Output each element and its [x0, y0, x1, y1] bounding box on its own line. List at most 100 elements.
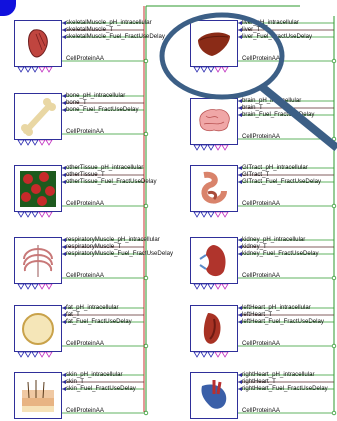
skin-block[interactable] — [14, 372, 62, 419]
respiratoryMuscle-label-1: respiratoryMuscle_T — [66, 243, 121, 250]
liver-label-1: liver_T — [242, 26, 260, 33]
brain-port-triangle-3 — [215, 145, 221, 150]
brain-label-2: brain_Fuel_FractUseDelay — [242, 111, 314, 118]
leftHeart-label-2: leftHeart_Fuel_FractUseDelay — [242, 318, 324, 325]
fat-cell-protein-label: CellProteinAA — [66, 340, 104, 347]
gi-tract-icon — [194, 169, 234, 209]
respiratoryMuscle-port-triangle-0 — [18, 284, 24, 289]
leftHeart-label-1: leftHeart_T — [242, 311, 272, 318]
kidney-port-triangle-2 — [208, 284, 214, 289]
brain-port-triangle-1 — [201, 145, 207, 150]
GITract-block[interactable] — [190, 165, 238, 212]
skeletalMuscle-label-0: skeletalMuscle_pH_intracellular — [66, 19, 152, 26]
skeletalMuscle-port-triangle-1 — [25, 67, 31, 72]
respiratoryMuscle-cell-protein-label: CellProteinAA — [66, 272, 104, 279]
skeletal-muscle-icon — [18, 24, 58, 64]
leftHeart-port-triangle-2 — [208, 352, 214, 357]
skeletalMuscle-port-triangle-3 — [39, 67, 45, 72]
GITract-label-0: GITract_pH_intracellular — [242, 164, 308, 171]
fat-cell-icon — [18, 309, 58, 349]
kidney-label-1: kidney_T — [242, 243, 267, 250]
brain-cell-protein-port — [332, 137, 336, 141]
GITract-port-triangle-2 — [208, 212, 214, 217]
otherTissue-label-0: otherTissue_pH_intracellular — [66, 164, 143, 171]
rightHeart-label-0: rightHeart_pH_intracellular — [242, 371, 314, 378]
rightHeart-label-2: rightHeart_Fuel_FractUseDelay — [242, 385, 328, 392]
leftHeart-cell-protein-port — [332, 344, 336, 348]
kidney-block[interactable] — [190, 237, 238, 284]
bone-label-2: bone_Fuel_FractUseDelay — [66, 106, 139, 113]
bone-port-triangle-0 — [18, 140, 24, 145]
bone-port-triangle-1 — [25, 140, 31, 145]
brain-block[interactable] — [190, 98, 238, 145]
kidney-label-0: kidney_pH_intracellular — [242, 236, 305, 243]
GITract-port-triangle-1 — [201, 212, 207, 217]
liver-cell-protein-label: CellProteinAA — [242, 55, 280, 62]
fat-label-1: fat_T — [66, 311, 80, 318]
liver-cell-protein-port — [332, 59, 336, 63]
kidney-icon — [194, 241, 234, 281]
fat-block[interactable] — [14, 305, 62, 352]
liver-port-triangle-4 — [222, 67, 228, 72]
otherTissue-cell-protein-label: CellProteinAA — [66, 200, 104, 207]
respiratoryMuscle-port-triangle-1 — [25, 284, 31, 289]
otherTissue-block[interactable] — [14, 165, 62, 212]
respiratoryMuscle-label-2: respiratoryMuscle_Fuel_FractUseDelay — [66, 250, 173, 257]
fat-port-triangle-1 — [25, 352, 31, 357]
kidney-cell-protein-port — [332, 276, 336, 280]
GITract-port-triangle-0 — [194, 212, 200, 217]
rightHeart-label-1: rightHeart_T — [242, 378, 276, 385]
skin-label-1: skin_T — [66, 378, 84, 385]
GITract-cell-protein-label: CellProteinAA — [242, 200, 280, 207]
rightHeart-cell-protein-label: CellProteinAA — [242, 407, 280, 414]
respiratoryMuscle-block[interactable] — [14, 237, 62, 284]
skin-label-2: skin_Fuel_FractUseDelay — [66, 385, 136, 392]
kidney-port-triangle-0 — [194, 284, 200, 289]
leftHeart-block[interactable] — [190, 305, 238, 352]
otherTissue-cell-protein-port — [144, 204, 148, 208]
leftHeart-port-triangle-0 — [194, 352, 200, 357]
liver-port-triangle-1 — [201, 67, 207, 72]
respiratoryMuscle-port-triangle-2 — [32, 284, 38, 289]
liver-port-triangle-3 — [215, 67, 221, 72]
leftHeart-cell-protein-label: CellProteinAA — [242, 340, 280, 347]
bone-block[interactable] — [14, 93, 62, 140]
brain-port-triangle-4 — [222, 145, 228, 150]
liver-label-2: liver_Fuel_FractUseDelay — [242, 33, 312, 40]
leftHeart-port-triangle-4 — [222, 352, 228, 357]
otherTissue-label-1: otherTissue_T — [66, 171, 105, 178]
respiratoryMuscle-label-0: respiratoryMuscle_pH_intracellular — [66, 236, 160, 243]
liver-block[interactable] — [190, 20, 238, 67]
fat-port-triangle-0 — [18, 352, 24, 357]
skin-cell-protein-label: CellProteinAA — [66, 407, 104, 414]
GITract-port-triangle-3 — [215, 212, 221, 217]
respiratoryMuscle-cell-protein-port — [144, 276, 148, 280]
skeletalMuscle-block[interactable] — [14, 20, 62, 67]
otherTissue-port-triangle-0 — [18, 212, 24, 217]
brain-label-1: brain_T — [242, 104, 263, 111]
bone-port-triangle-2 — [32, 140, 38, 145]
leftHeart-port-triangle-3 — [215, 352, 221, 357]
otherTissue-port-triangle-3 — [39, 212, 45, 217]
brain-port-triangle-2 — [208, 145, 214, 150]
kidney-port-triangle-4 — [222, 284, 228, 289]
fat-label-2: fat_Fuel_FractUseDelay — [66, 318, 132, 325]
kidney-cell-protein-label: CellProteinAA — [242, 272, 280, 279]
otherTissue-port-triangle-2 — [32, 212, 38, 217]
skeletalMuscle-cell-protein-label: CellProteinAA — [66, 55, 104, 62]
other-tissue-icon — [18, 169, 58, 209]
rightHeart-block[interactable] — [190, 372, 238, 419]
skin-label-0: skin_pH_intracellular — [66, 371, 123, 378]
bone-cell-protein-label: CellProteinAA — [66, 128, 104, 135]
skin-cell-protein-port — [144, 411, 148, 415]
brain-cell-protein-label: CellProteinAA — [242, 133, 280, 140]
GITract-cell-protein-port — [332, 204, 336, 208]
bone-icon — [18, 97, 58, 137]
kidney-port-triangle-1 — [201, 284, 207, 289]
brain-port-triangle-0 — [194, 145, 200, 150]
leftHeart-label-0: leftHeart_pH_intracellular — [242, 304, 311, 311]
GITract-label-2: GITract_Fuel_FractUseDelay — [242, 178, 321, 185]
fat-port-triangle-4 — [46, 352, 52, 357]
liver-label-0: liver_pH_intracellular — [242, 19, 299, 26]
respiratoryMuscle-port-triangle-3 — [39, 284, 45, 289]
